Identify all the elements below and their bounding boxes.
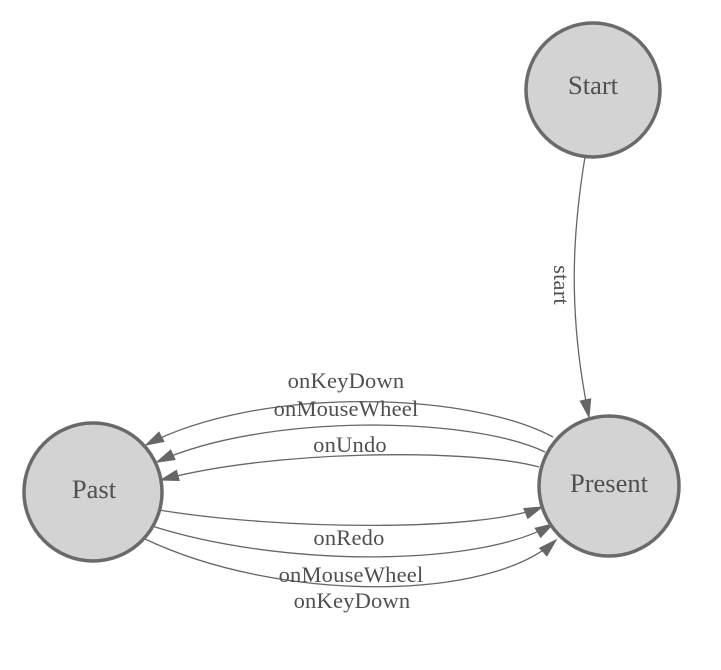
edge-present-to-past-onundo — [159, 454, 540, 482]
edge-label-onredo: onRedo — [313, 525, 384, 550]
edge-past-to-present-onredo — [158, 506, 544, 527]
edge-label-onmousewheel-top: onMouseWheel — [274, 396, 419, 421]
edge-label-onmousewheel-bottom: onMouseWheel — [279, 562, 424, 587]
edge-label-onkeydown-top: onKeyDown — [288, 368, 405, 393]
past-node-label: Past — [72, 474, 117, 504]
edge-present-to-past-onkeydown — [144, 401, 554, 446]
past-node-circle — [22, 421, 164, 563]
edge-label-start: start — [549, 265, 574, 305]
present-node-circle — [537, 414, 681, 558]
edge-past-to-present-onmousewheel — [151, 522, 555, 558]
edge-group — [144, 156, 592, 588]
edge-label-onkeydown-bottom: onKeyDown — [294, 588, 411, 613]
edge-past-to-present-onkeydown — [144, 538, 558, 588]
edge-start-to-present — [573, 156, 592, 419]
edge-label-onundo: onUndo — [313, 432, 387, 457]
edge-label-group: start onKeyDown onMouseWheel onUndo onRe… — [274, 265, 574, 613]
state-node-past: Past — [22, 421, 164, 563]
state-node-start: Start — [524, 21, 662, 159]
present-node-label: Present — [570, 468, 649, 498]
start-node-circle — [524, 21, 662, 159]
state-node-present: Present — [537, 414, 681, 558]
start-node-label: Start — [568, 70, 619, 100]
edge-present-to-past-onmousewheel — [155, 424, 546, 463]
